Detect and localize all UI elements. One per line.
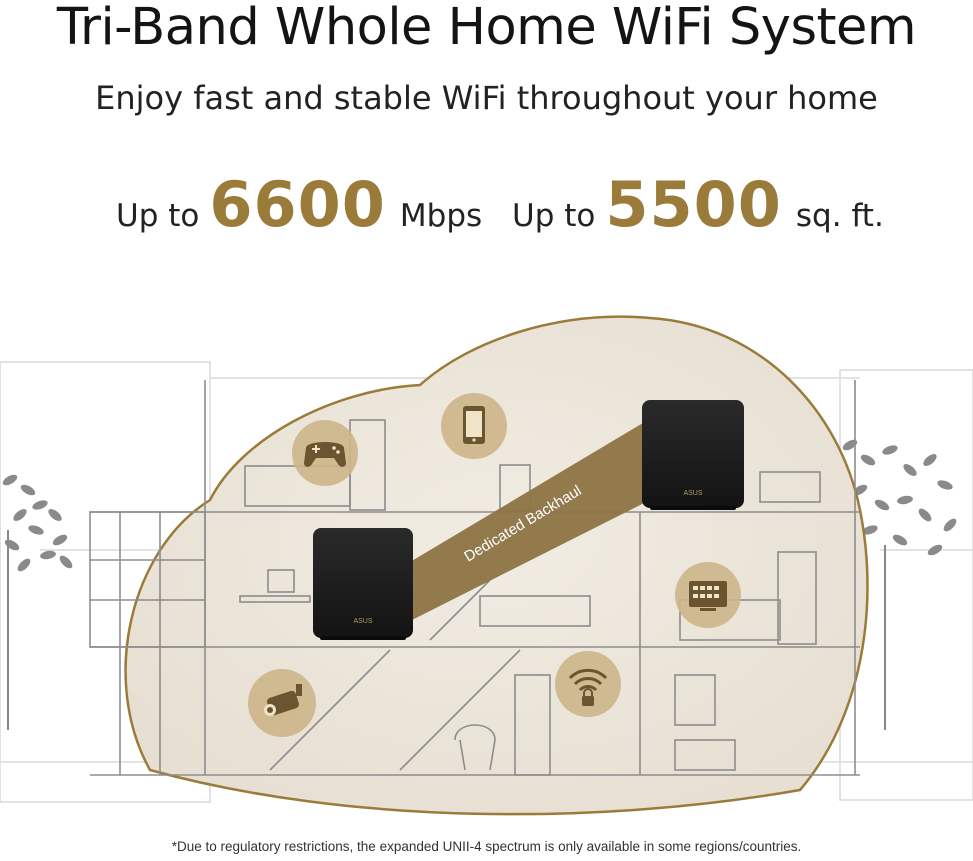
headline: Tri-Band Whole Home WiFi System <box>56 0 917 57</box>
speed-value: 6600 <box>209 168 386 241</box>
house-illustration: Dedicated Backhaul ASUS ASUS <box>0 300 973 825</box>
security-camera-icon <box>248 669 316 737</box>
gamepad-icon <box>292 420 358 486</box>
subheadline: Enjoy fast and stable WiFi throughout yo… <box>95 79 878 117</box>
speed-prefix: Up to <box>116 198 200 234</box>
coverage-unit: sq. ft. <box>795 198 884 234</box>
speed-unit: Mbps <box>399 198 483 234</box>
coverage-prefix: Up to <box>512 198 596 234</box>
tree-left <box>2 474 73 730</box>
house-line-art <box>89 380 860 776</box>
router-main: ASUS <box>313 528 413 640</box>
router-logo-satellite: ASUS <box>683 490 702 497</box>
router-logo: ASUS <box>353 618 372 625</box>
wifi-lock-icon <box>555 651 621 717</box>
regulatory-footnote: *Due to regulatory restrictions, the exp… <box>171 839 802 854</box>
smartphone-icon <box>441 393 507 459</box>
coverage-value: 5500 <box>605 168 782 241</box>
router-satellite: ASUS <box>642 400 744 510</box>
tree-right <box>842 439 957 730</box>
tv-icon <box>675 562 741 628</box>
